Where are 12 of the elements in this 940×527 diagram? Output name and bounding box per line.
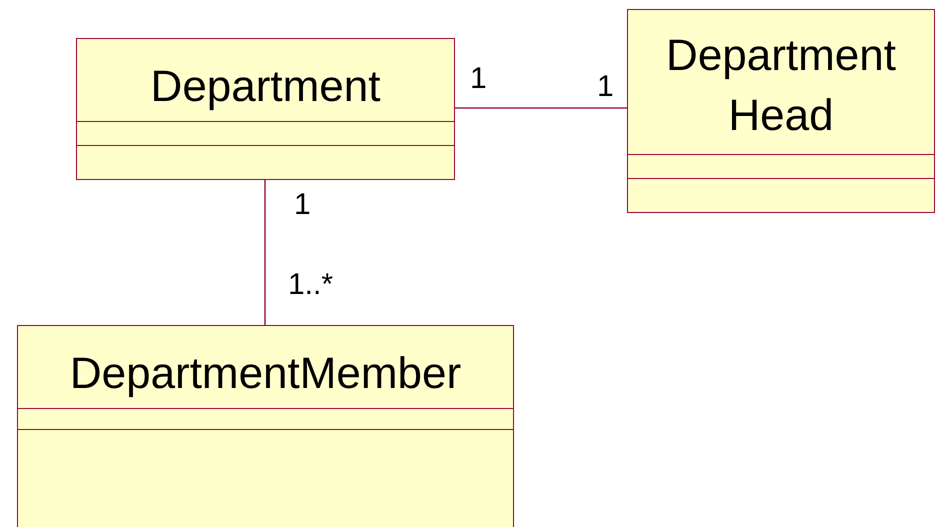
multiplicity-label: 1..*: [288, 268, 334, 302]
class-box: [76, 38, 455, 180]
class-box: [17, 325, 514, 527]
association-line: [455, 107, 627, 109]
association-line: [264, 180, 266, 325]
multiplicity-label: 1: [597, 70, 614, 104]
multiplicity-label: 1: [470, 62, 487, 96]
class-box: [627, 9, 935, 213]
class-name: DepartmentMember: [68, 348, 462, 400]
class-name: Department Head: [665, 30, 897, 142]
class-name: Department: [150, 61, 382, 113]
multiplicity-label: 1: [294, 188, 311, 222]
